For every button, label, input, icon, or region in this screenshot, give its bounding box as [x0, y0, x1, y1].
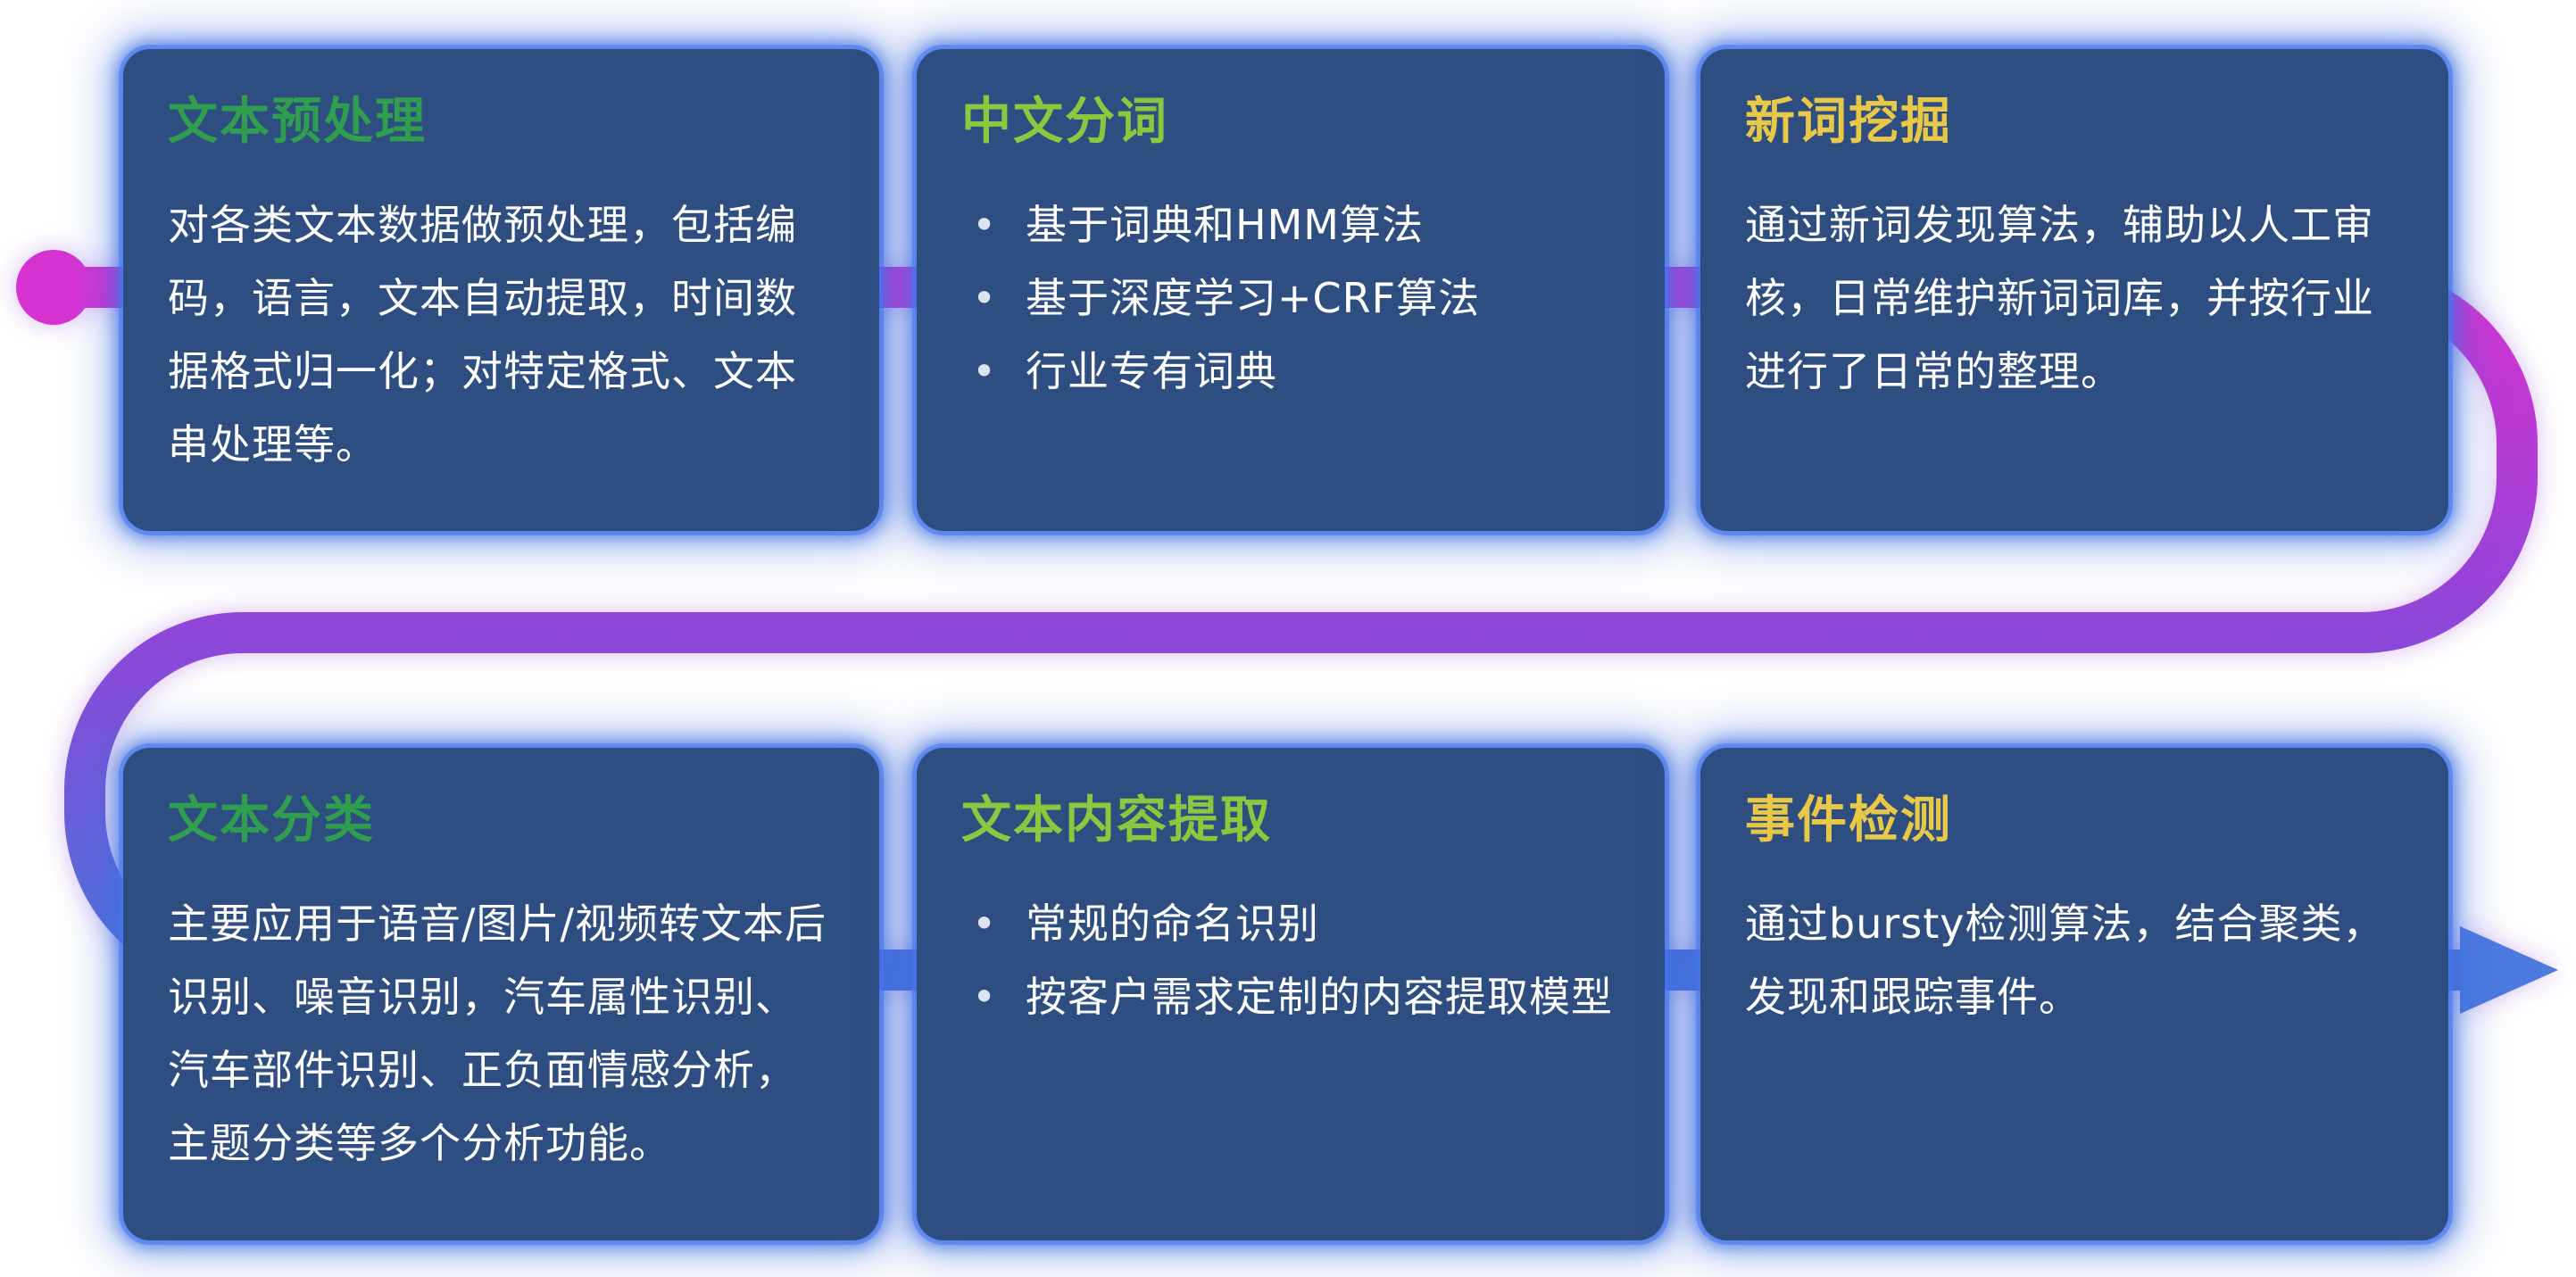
- card-event-detection: 事件检测 通过bursty检测算法，结合聚类，发现和跟踪事件。: [1700, 748, 2448, 1240]
- card-body: 通过bursty检测算法，结合聚类，发现和跟踪事件。: [1745, 900, 2385, 1022]
- card-title: 新词挖掘: [1745, 93, 1952, 151]
- bullet-item: 行业专有词典: [961, 336, 1620, 409]
- bullet-item: 基于深度学习+CRF算法: [961, 262, 1620, 336]
- card-title: 文本内容提取: [961, 792, 1272, 850]
- flow-start-dot: [16, 250, 91, 325]
- card-text-classification: 文本分类 主要应用于语音/图片/视频转文本后识别、噪音识别，汽车属性识别、汽车部…: [123, 748, 879, 1240]
- card-bullet-list: 常规的命名识别 按客户需求定制的内容提取模型: [961, 888, 1620, 1034]
- card-chinese-word-segmentation: 中文分词 基于词典和HMM算法 基于深度学习+CRF算法 行业专有词典: [917, 49, 1665, 531]
- card-text-content-extraction: 文本内容提取 常规的命名识别 按客户需求定制的内容提取模型: [917, 748, 1665, 1240]
- card-body: 对各类文本数据做预处理，包括编码，语言，文本自动提取，时间数据格式归一化；对特定…: [168, 201, 797, 469]
- flow-arrow-icon: [2460, 926, 2558, 1014]
- card-title: 事件检测: [1745, 792, 1952, 850]
- bullet-item: 按客户需求定制的内容提取模型: [961, 961, 1620, 1034]
- card-bullet-list: 基于词典和HMM算法 基于深度学习+CRF算法 行业专有词典: [961, 189, 1620, 409]
- card-body: 通过新词发现算法，辅助以人工审核，日常维护新词词库，并按行业进行了日常的整理。: [1745, 201, 2374, 395]
- bullet-item: 常规的命名识别: [961, 888, 1620, 961]
- card-text-preprocessing: 文本预处理 对各类文本数据做预处理，包括编码，语言，文本自动提取，时间数据格式归…: [123, 49, 879, 531]
- card-title: 中文分词: [961, 93, 1168, 151]
- bullet-item: 基于词典和HMM算法: [961, 189, 1620, 262]
- card-body: 主要应用于语音/图片/视频转文本后识别、噪音识别，汽车属性识别、汽车部件识别、正…: [168, 900, 827, 1167]
- flow-line: [54, 267, 2538, 991]
- card-title: 文本预处理: [168, 93, 427, 151]
- card-new-word-mining: 新词挖掘 通过新词发现算法，辅助以人工审核，日常维护新词词库，并按行业进行了日常…: [1700, 49, 2448, 531]
- card-title: 文本分类: [168, 792, 375, 850]
